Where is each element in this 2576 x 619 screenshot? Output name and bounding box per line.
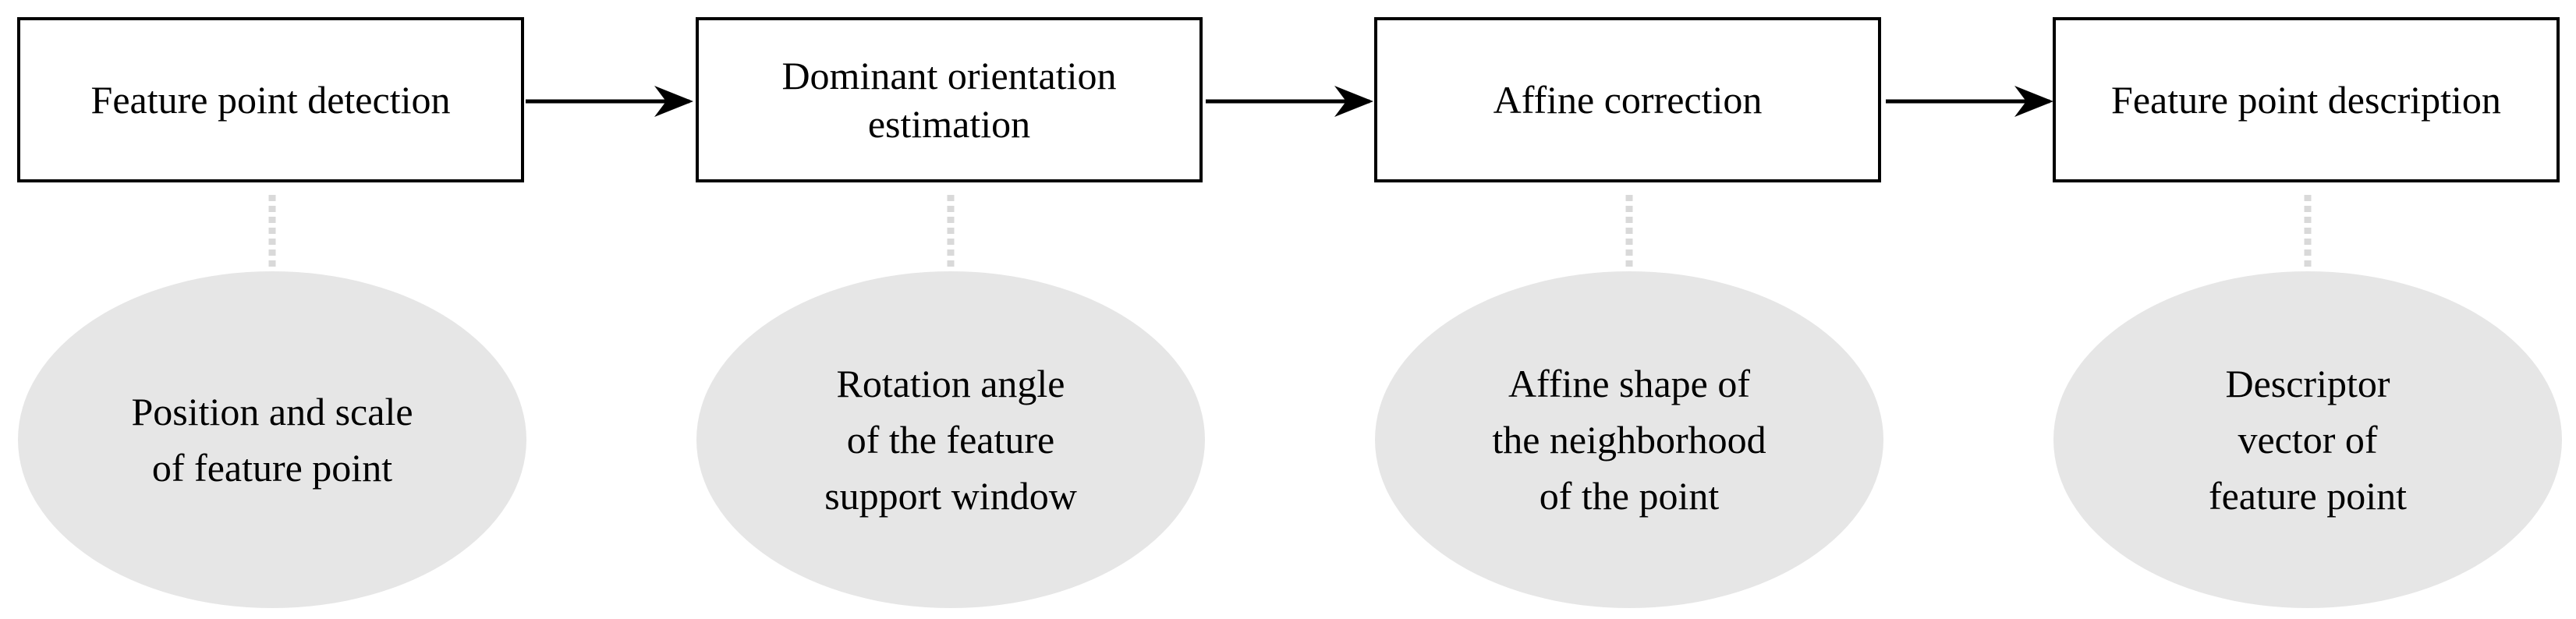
output-label: Position and scale of feature point (131, 390, 413, 490)
stage-box-dominant-orientation-estimation: Dominant orientation estimation (696, 17, 1203, 182)
output-label: Affine shape of the neighborhood of the … (1492, 362, 1766, 518)
output-ellipse-affine-shape: Affine shape of the neighborhood of the … (1375, 271, 1883, 608)
stage-box-feature-point-description: Feature point description (2053, 17, 2560, 182)
output-ellipse-rotation-angle: Rotation angle of the feature support wi… (696, 271, 1205, 608)
output-ellipse-descriptor-vector: Descriptor vector of feature point (2053, 271, 2562, 608)
output-label: Rotation angle of the feature support wi… (824, 362, 1077, 518)
stage-label: Feature point description (2111, 78, 2501, 122)
output-ellipse-position-scale: Position and scale of feature point (18, 271, 526, 608)
stage-label: Feature point detection (90, 78, 451, 122)
stage-box-affine-correction: Affine correction (1374, 17, 1881, 182)
output-label: Descriptor vector of feature point (2208, 362, 2408, 518)
stage-box-feature-point-detection: Feature point detection (17, 17, 524, 182)
stage-label: Dominant orientation estimation (781, 54, 1117, 146)
stage-label: Affine correction (1493, 78, 1763, 122)
